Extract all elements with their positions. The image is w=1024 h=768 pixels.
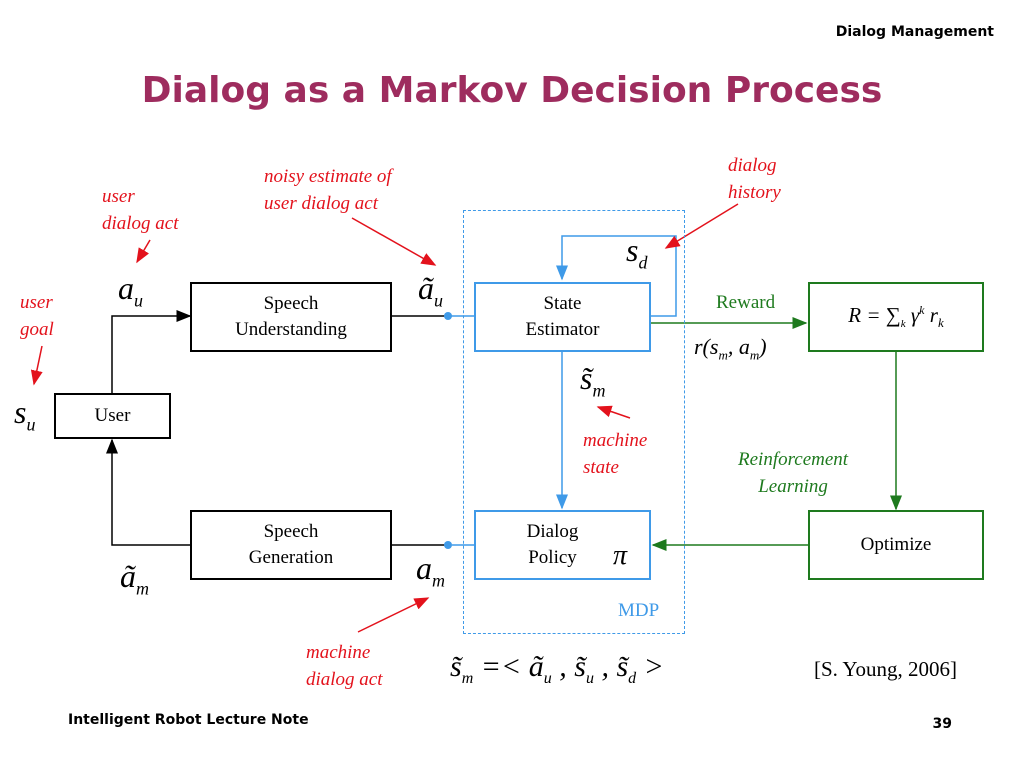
noisy-estimate-label: noisy estimate of user dialog act <box>264 166 392 214</box>
machine-dialog-act-pointer <box>357 597 430 633</box>
machine-dialog-act-label: machine dialog act <box>306 642 383 690</box>
state-estimator-box: State Estimator <box>474 282 651 352</box>
user-box: User <box>54 393 171 439</box>
am-tilde-symbol: ãm <box>120 558 149 599</box>
speech-generation-box: Speech Generation <box>190 510 392 580</box>
dialog-policy-label: Dialog Policy <box>526 521 579 568</box>
user-goal-label: user goal <box>20 292 54 340</box>
speech-understanding-box: Speech Understanding <box>190 282 392 352</box>
reward-formula: R = ∑k γk rk <box>848 303 944 331</box>
reward-formula-box: R = ∑k γk rk <box>808 282 984 352</box>
footer-course-name: Intelligent Robot Lecture Note <box>68 712 309 728</box>
reward-label: Reward <box>716 292 776 313</box>
optimize-box: Optimize <box>808 510 984 580</box>
pi-symbol: π <box>612 540 627 571</box>
noisy-estimate-pointer <box>351 217 437 266</box>
dialog-policy-box: Dialog Policy π <box>474 510 651 580</box>
machine-state-label: machine state <box>583 430 648 478</box>
su-symbol: su <box>14 394 36 435</box>
mdp-label: MDP <box>618 600 660 621</box>
sm-tilde-symbol: s̃m <box>580 360 606 401</box>
au-symbol: au <box>118 270 143 311</box>
user-dialog-act-pointer <box>136 239 151 264</box>
dialog-history-label: dialog history <box>728 155 781 203</box>
reward-function: r(sm, am) <box>694 334 767 363</box>
citation: [S. Young, 2006] <box>814 657 957 681</box>
section-header: Dialog Management <box>835 24 994 40</box>
page-number: 39 <box>932 716 952 732</box>
mdp-frame <box>463 210 685 634</box>
state-equation: s̃m =< ãu , s̃u , s̃d > <box>450 650 664 687</box>
am-node <box>444 541 452 549</box>
user-goal-pointer <box>30 345 43 386</box>
reinforcement-learning-label: Reinforcement Learning <box>738 449 849 497</box>
machine-state-pointer <box>596 405 631 419</box>
user-to-understanding-arrow <box>111 310 192 393</box>
sd-symbol: sd <box>626 232 648 273</box>
am-symbol: am <box>416 550 445 591</box>
au-tilde-symbol: ãu <box>418 270 443 311</box>
generation-to-user-arrow <box>106 438 190 546</box>
slide-title: Dialog as a Markov Decision Process <box>141 70 883 111</box>
au-tilde-node <box>444 312 452 320</box>
user-dialog-act-label: user dialog act <box>102 186 179 234</box>
dialog-history-pointer <box>664 203 739 249</box>
